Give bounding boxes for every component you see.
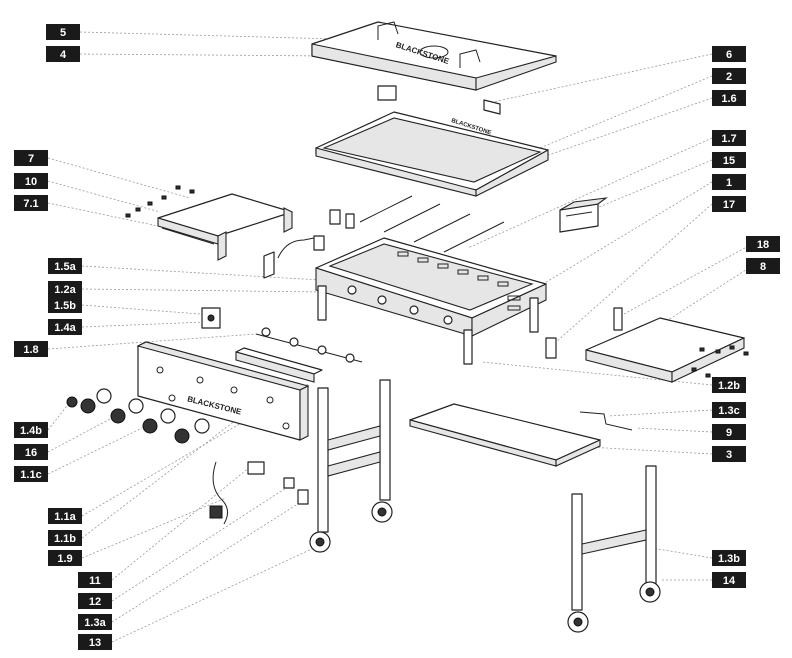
callout-1-5b: 1.5b (48, 297, 82, 313)
callout-1-6: 1.6 (712, 90, 746, 106)
griddle-lid: BLACKSTONE (311, 21, 557, 115)
svg-text:1.3a: 1.3a (84, 617, 106, 629)
svg-text:17: 17 (723, 199, 735, 211)
callout-18: 18 (746, 236, 780, 252)
svg-text:1.7: 1.7 (721, 133, 736, 145)
svg-text:1.6: 1.6 (721, 93, 736, 105)
left-side-shelf (125, 185, 325, 279)
tool-hook (579, 411, 633, 431)
callout-2: 2 (712, 68, 746, 84)
svg-text:6: 6 (726, 49, 732, 61)
callout-17: 17 (712, 196, 746, 212)
callout-1-9: 1.9 (48, 550, 82, 566)
svg-text:7.1: 7.1 (23, 198, 38, 210)
svg-text:1.2a: 1.2a (54, 284, 76, 296)
griddle-top: BLACKSTONE (315, 111, 549, 197)
callout-12: 12 (78, 593, 112, 609)
svg-text:1.3b: 1.3b (718, 553, 740, 565)
callout-15: 15 (712, 152, 746, 168)
gas-regulator (209, 461, 309, 525)
svg-text:4: 4 (60, 49, 67, 61)
svg-text:1.1a: 1.1a (54, 511, 76, 523)
svg-text:1.4a: 1.4a (54, 322, 76, 334)
callout-13: 13 (78, 634, 112, 650)
callout-14: 14 (712, 572, 746, 588)
svg-text:1.1c: 1.1c (20, 469, 41, 481)
svg-text:7: 7 (28, 153, 34, 165)
callout-1: 1 (712, 174, 746, 190)
svg-text:1.1b: 1.1b (54, 533, 76, 545)
callout-1-3a: 1.3a (78, 614, 112, 630)
callout-1-4a: 1.4a (48, 319, 82, 335)
callout-1-5a: 1.5a (48, 258, 82, 274)
callout-8: 8 (746, 258, 780, 274)
svg-text:9: 9 (726, 427, 732, 439)
callout-7: 7 (14, 150, 48, 166)
svg-text:12: 12 (89, 596, 101, 608)
bottom-shelf (409, 403, 601, 467)
svg-text:11: 11 (89, 575, 101, 587)
igniter-box (201, 307, 221, 329)
right-side-shelf (585, 307, 749, 383)
gas-manifold (255, 327, 363, 363)
callout-1-1b: 1.1b (48, 530, 82, 546)
callout-9: 9 (712, 424, 746, 440)
callout-1-8: 1.8 (14, 341, 48, 357)
svg-text:18: 18 (757, 239, 769, 251)
grease-cup (559, 197, 608, 233)
svg-text:8: 8 (760, 261, 766, 273)
callout-1-3b: 1.3b (712, 550, 746, 566)
svg-text:14: 14 (723, 575, 736, 587)
callout-1-2a: 1.2a (48, 281, 82, 297)
svg-text:15: 15 (723, 155, 735, 167)
callout-1-4b: 1.4b (14, 422, 48, 438)
callout-1-1c: 1.1c (14, 466, 48, 482)
control-panel: BLACKSTONE (136, 341, 323, 441)
callout-3: 3 (712, 446, 746, 462)
svg-text:1.9: 1.9 (57, 553, 72, 565)
svg-text:10: 10 (25, 176, 37, 188)
callout-16: 16 (14, 444, 48, 460)
svg-text:1: 1 (726, 177, 732, 189)
burner-tubes (329, 195, 505, 253)
left-leg-frame (309, 379, 393, 553)
callout-7-1: 7.1 (14, 195, 48, 211)
leader-lines (47, 31, 753, 643)
callout-4: 4 (46, 46, 80, 62)
svg-text:1.2b: 1.2b (718, 380, 740, 392)
callout-labels: 5 4 6 2 1.6 7 10 7.1 1.7 15 1 17 1.5a 1.… (14, 24, 780, 650)
callout-1-3c: 1.3c (712, 402, 746, 418)
callout-1-2b: 1.2b (712, 377, 746, 393)
callout-5: 5 (46, 24, 80, 40)
callout-6: 6 (712, 46, 746, 62)
svg-text:5: 5 (60, 27, 66, 39)
control-knobs (66, 388, 210, 444)
svg-text:1.3c: 1.3c (718, 405, 739, 417)
right-leg-frame (567, 465, 661, 633)
svg-text:16: 16 (25, 447, 37, 459)
bracket-17 (545, 337, 557, 359)
svg-text:1.5a: 1.5a (54, 261, 76, 273)
svg-text:2: 2 (726, 71, 732, 83)
callout-1-7: 1.7 (712, 130, 746, 146)
svg-text:3: 3 (726, 449, 732, 461)
callout-10: 10 (14, 173, 48, 189)
svg-text:1.8: 1.8 (23, 344, 38, 356)
callout-1-1a: 1.1a (48, 508, 82, 524)
svg-text:1.4b: 1.4b (20, 425, 42, 437)
svg-text:1.5b: 1.5b (54, 300, 76, 312)
callout-11: 11 (78, 572, 112, 588)
svg-text:13: 13 (89, 637, 101, 649)
firebox-frame (315, 237, 547, 365)
